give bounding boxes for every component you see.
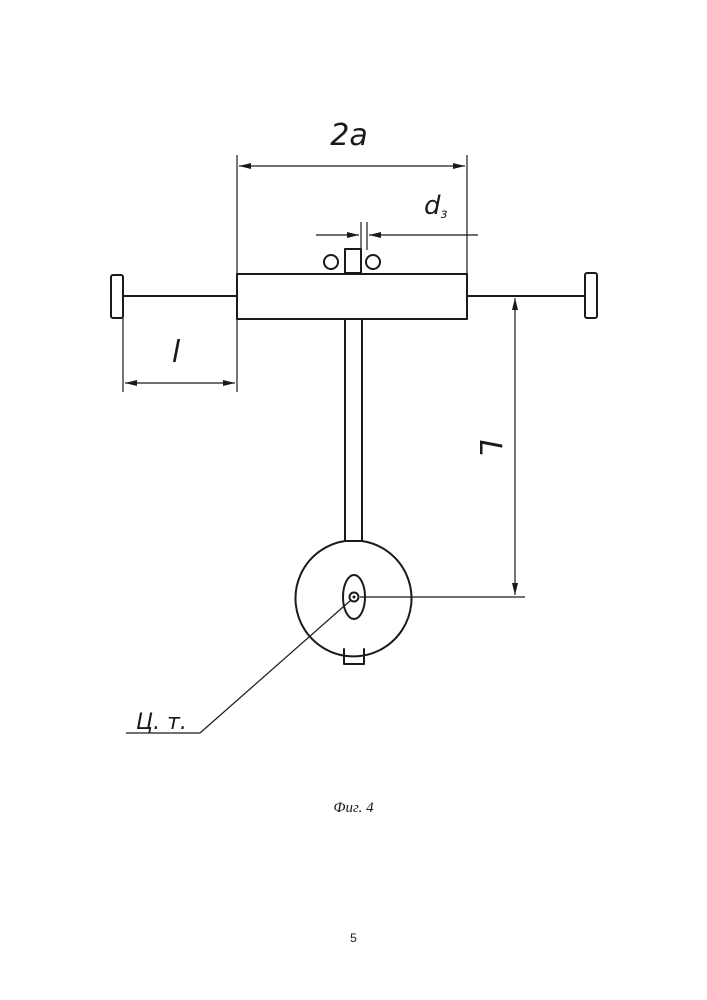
label-2a: 2a <box>330 118 367 153</box>
roller-right <box>366 255 380 269</box>
beam <box>237 274 467 319</box>
dimension-L: L <box>360 296 525 597</box>
label-center-of-gravity: Ц. т. <box>136 710 187 735</box>
pivot-pin <box>345 249 361 273</box>
pendulum-bob <box>296 541 412 664</box>
label-l: l <box>172 335 181 370</box>
label-d3: dз <box>424 191 448 222</box>
page-number: 5 <box>0 931 707 945</box>
bob-outline <box>296 541 412 656</box>
pivot-assembly <box>324 249 380 273</box>
leader-center-of-gravity: Ц. т. <box>126 600 351 735</box>
figure-caption: Фиг. 4 <box>0 800 707 817</box>
roller-left <box>324 255 338 269</box>
center-of-gravity-dot <box>353 596 356 599</box>
end-weight-right <box>585 273 597 318</box>
dimension-l: l <box>123 318 237 392</box>
arm-left <box>111 275 237 318</box>
label-L: L <box>472 440 507 457</box>
dimension-d3: dз <box>316 191 478 250</box>
pendulum-rod <box>345 319 362 541</box>
leader-line <box>200 600 351 733</box>
end-weight-left <box>111 275 123 318</box>
